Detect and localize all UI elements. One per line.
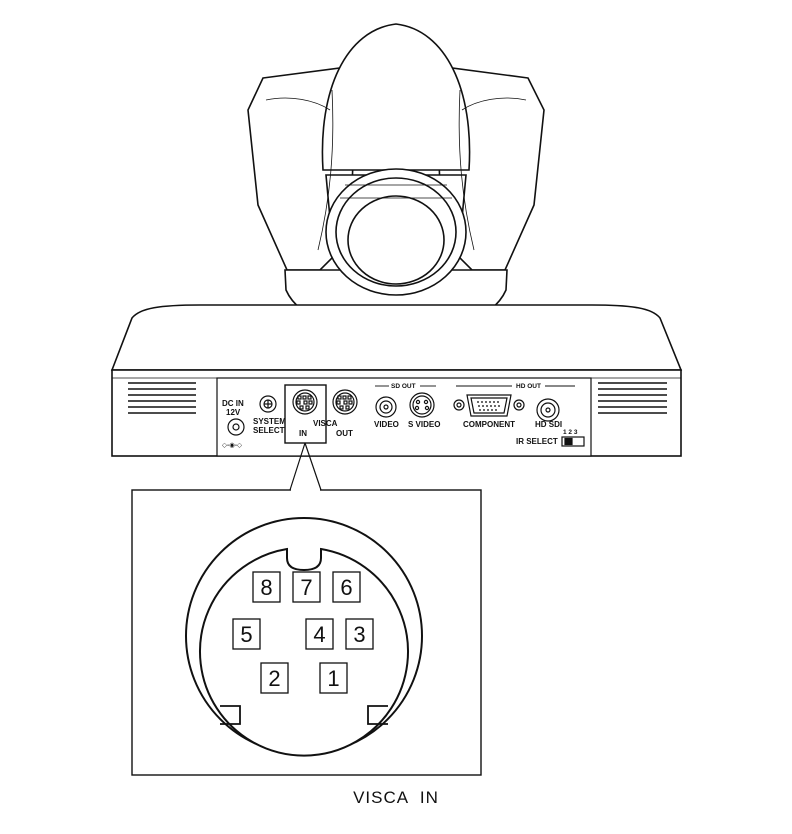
video-port[interactable]: [375, 396, 397, 418]
pin-boxes: [232, 571, 374, 694]
system-select-switch[interactable]: [259, 395, 277, 413]
hd-sdi-label: HD SDI: [535, 420, 562, 429]
hd-out-label: HD OUT: [516, 383, 541, 390]
ir-select-switch[interactable]: [561, 436, 585, 447]
select-label: SELECT: [253, 426, 285, 435]
ir-select-label: IR SELECT: [516, 437, 558, 446]
video-label: VIDEO: [374, 420, 399, 429]
pin-2: 2: [268, 666, 280, 691]
component-screw-right: [513, 399, 525, 411]
voltage-label: 12V: [226, 408, 241, 417]
component-label: COMPONENT: [463, 420, 515, 429]
component-port[interactable]: [466, 394, 512, 417]
visca-out-port[interactable]: [332, 389, 358, 415]
pin-4: 4: [313, 622, 325, 647]
figure-caption: VISCA IN: [353, 788, 439, 807]
visca-out-label: OUT: [336, 429, 353, 438]
pin-8: 8: [260, 575, 272, 600]
pin-7: 7: [300, 575, 312, 600]
visca-in-connector-detail: [185, 517, 423, 757]
connector-panel: [216, 377, 592, 457]
camera-head: [247, 23, 545, 337]
visca-in-label: IN: [299, 429, 307, 438]
pin-1: 1: [327, 666, 339, 691]
s-video-label: S VIDEO: [408, 420, 440, 429]
vent-right: [598, 382, 667, 414]
system-label: SYSTEM: [253, 417, 286, 426]
arm-shading: [265, 89, 527, 251]
pin-5: 5: [240, 622, 252, 647]
polarity-symbol: ◇-◉-◇: [222, 442, 242, 449]
dc-in-jack[interactable]: [227, 418, 245, 436]
visca-label: VISCA: [313, 419, 338, 428]
pin-6: 6: [340, 575, 352, 600]
s-video-port[interactable]: [409, 392, 435, 418]
sd-out-label: SD OUT: [391, 383, 416, 390]
dc-in-label: DC IN: [222, 399, 244, 408]
hd-sdi-port[interactable]: [536, 398, 560, 422]
visca-in-port[interactable]: [292, 389, 318, 415]
ir-positions-label: 1 2 3: [563, 429, 578, 436]
component-screw-left: [453, 399, 465, 411]
callout-leader: [289, 442, 322, 491]
pin-3: 3: [353, 622, 365, 647]
vent-left: [128, 382, 196, 414]
